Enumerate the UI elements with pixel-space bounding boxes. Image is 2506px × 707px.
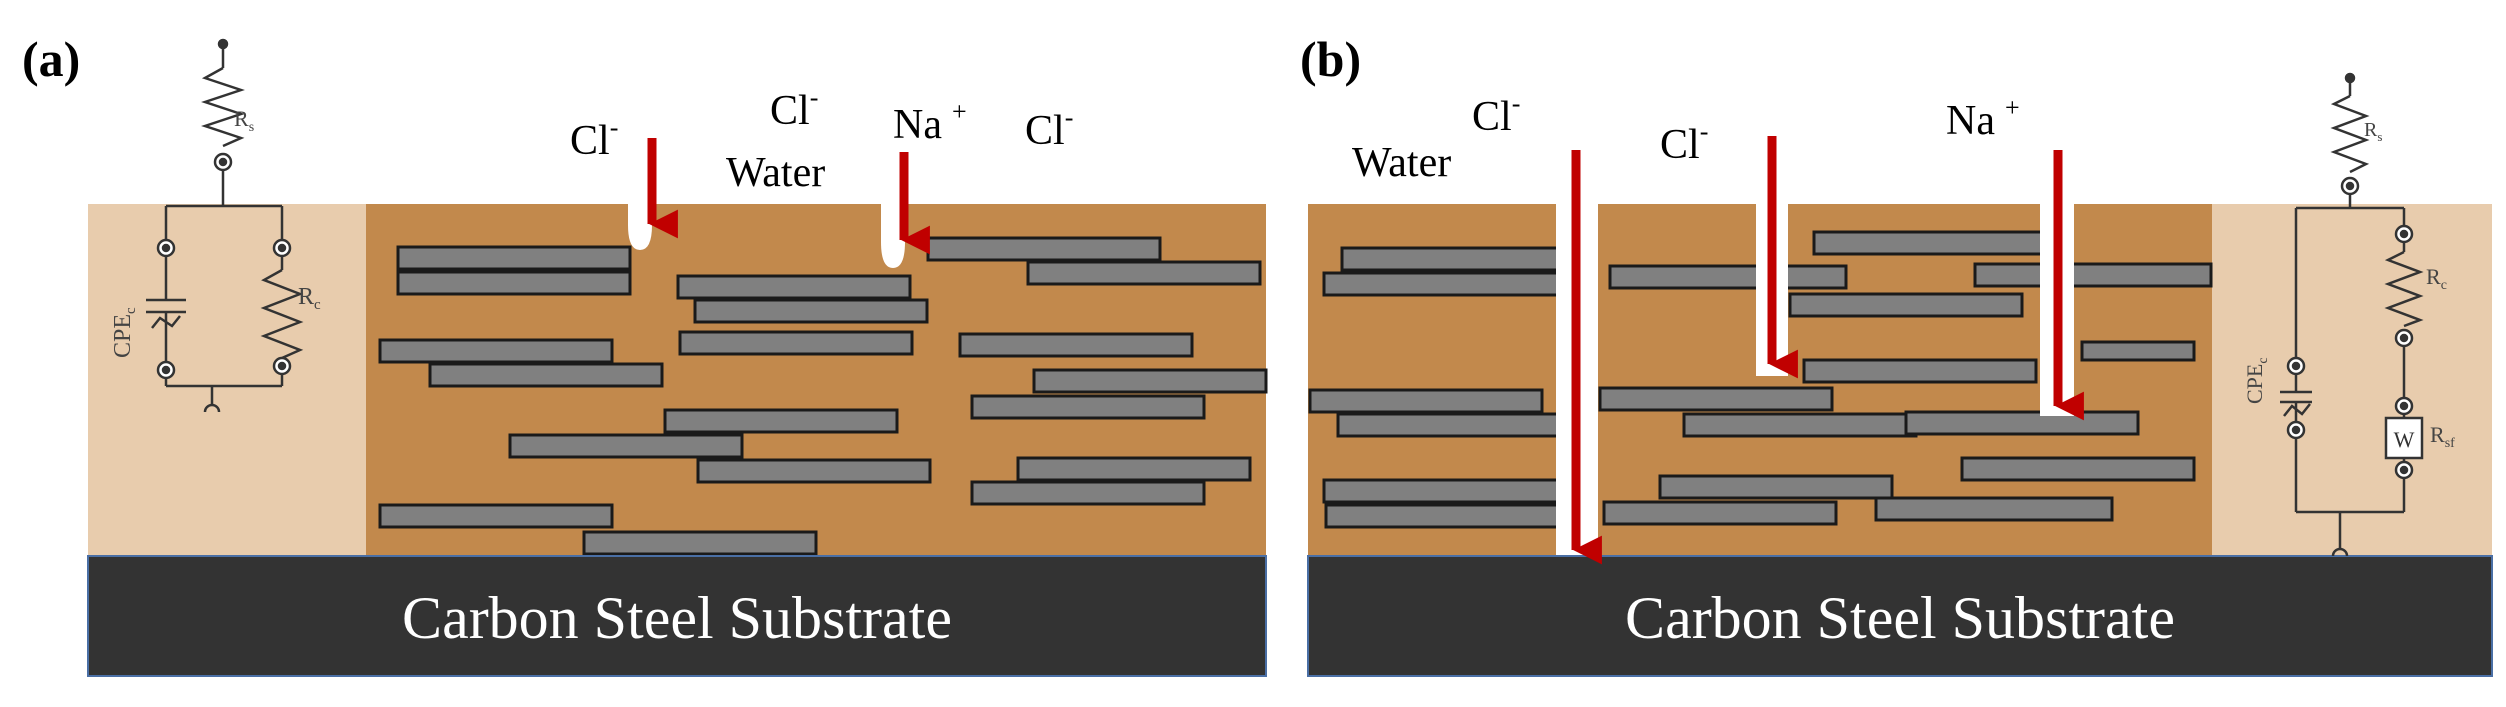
flake — [970, 394, 1206, 420]
flake — [926, 236, 1162, 262]
flake — [1322, 478, 1576, 504]
circuit-a-terminal-top — [217, 38, 229, 50]
ion-cl-a-mid: Cl- — [770, 83, 818, 134]
flake — [676, 274, 912, 300]
substrate-a — [87, 555, 1267, 677]
flake — [2080, 340, 2196, 362]
flake — [663, 408, 899, 434]
resistor-rc-b — [2384, 250, 2424, 328]
ion-cl-b-top: Cl- — [1472, 89, 1520, 140]
flake — [396, 245, 632, 271]
flake — [508, 433, 744, 459]
panel-a-label: (a) — [22, 31, 80, 87]
flake — [696, 458, 932, 484]
panel-b-label: (b) — [1300, 31, 1361, 87]
ion-na-a: Na+ — [893, 97, 967, 148]
ion-na-b: Na+ — [1946, 93, 2020, 144]
ion-arrows-a — [628, 138, 930, 268]
flake — [1960, 456, 2196, 482]
flake — [1598, 386, 1834, 412]
substrate-b — [1307, 555, 2493, 677]
flake — [396, 270, 632, 296]
flake — [1026, 260, 1262, 286]
flake — [1340, 246, 1576, 272]
warburg-element — [2384, 416, 2424, 460]
circuit-b-cpe: CPEc — [2242, 357, 2271, 404]
flake — [378, 503, 614, 529]
circuit-a — [146, 38, 304, 413]
flake — [1788, 292, 2024, 318]
circuit-b — [2280, 72, 2424, 557]
panel-a: (a) Carbon Stee — [22, 31, 1268, 677]
flake — [1904, 410, 2140, 436]
substrate-b-label: Carbon Steel Substrate — [1625, 585, 2175, 651]
flake — [970, 480, 1206, 506]
circuit-b-w: W — [2394, 427, 2415, 452]
substrate-a-label: Carbon Steel Substrate — [402, 585, 952, 651]
flakes-b — [1308, 230, 2213, 529]
flake — [678, 330, 914, 356]
flake — [693, 298, 929, 324]
ion-cl-b-mid: Cl- — [1660, 117, 1708, 168]
flake — [378, 338, 614, 364]
flake — [958, 332, 1194, 358]
circuit-b-rs: Rs — [2364, 119, 2382, 144]
flake — [1682, 412, 1918, 438]
ion-water-a: Water — [726, 150, 825, 196]
circuit-b-rc: Rc — [2426, 264, 2447, 293]
flake — [428, 362, 664, 388]
flake — [582, 530, 818, 556]
flake — [1322, 271, 1576, 297]
flake — [1308, 388, 1544, 414]
flake — [1658, 474, 1894, 500]
circuit-a-background — [88, 204, 366, 556]
flake — [1032, 368, 1268, 394]
flake — [1016, 456, 1252, 482]
flake — [1973, 262, 2213, 288]
flake — [1812, 230, 2048, 256]
flakes-a — [378, 236, 1268, 556]
flake — [1602, 500, 1838, 526]
resistor-rs-b — [2330, 94, 2370, 174]
flake — [1324, 503, 1576, 529]
resistor-rc-a — [260, 268, 304, 360]
flake — [1608, 264, 1848, 290]
flake — [1874, 496, 2114, 522]
panel-b: (b) — [1300, 31, 2493, 677]
resistor-rs-a — [201, 66, 245, 148]
circuit-a-rs: Rs — [234, 106, 254, 135]
ion-cl-a-left: Cl- — [570, 113, 618, 164]
ion-arrows-b — [1571, 136, 2084, 565]
ion-cl-a-right: Cl- — [1025, 103, 1073, 154]
flake — [1802, 358, 2038, 384]
circuit-a-rc: Rc — [298, 284, 321, 313]
circuit-b-rsf: Rsf — [2430, 422, 2455, 451]
circuit-b-background — [2212, 204, 2492, 556]
circuit-a-cpe: CPEc — [110, 307, 139, 358]
ion-water-b: Water — [1352, 140, 1451, 186]
flake — [1336, 412, 1576, 438]
